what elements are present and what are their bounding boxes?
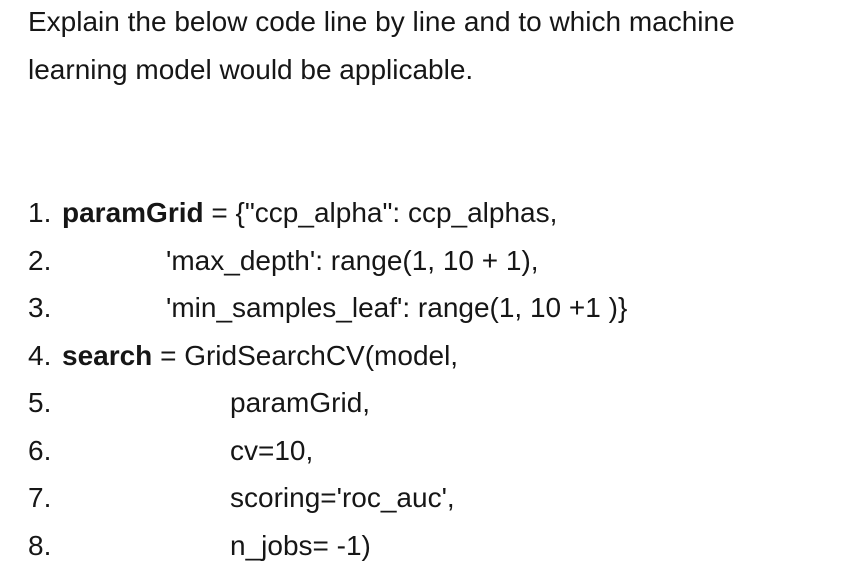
line-number: 7.	[28, 482, 52, 513]
code-text: paramGrid,	[230, 387, 371, 418]
code-block: 1.paramGrid = {"ccp_alpha": ccp_alphas, …	[28, 189, 828, 569]
line-number: 5.	[28, 387, 52, 418]
line-number: 4.	[28, 339, 52, 371]
code-text: 'max_depth': range(1, 10 + 1),	[166, 244, 539, 276]
line-number: 2.	[28, 244, 52, 276]
question-prompt-line-2: learning model would be applicable.	[28, 53, 474, 85]
code-text: cv=10,	[230, 434, 314, 466]
code-text: paramGrid = {"ccp_alpha": ccp_alphas,	[62, 197, 557, 228]
line-number: 1.	[28, 197, 52, 228]
code-line-2: 2. 'max_depth': range(1, 10 + 1),	[28, 237, 828, 285]
question-prompt: Explain the below code line by line and …	[28, 0, 828, 93]
code-text-rest: = {"ccp_alpha": ccp_alphas,	[203, 197, 558, 228]
code-text-rest: = GridSearchCV(model,	[152, 339, 459, 371]
code-line-7: 7. scoring='roc_auc',	[28, 474, 828, 522]
question-prompt-line-1: Explain the below code line by line and …	[28, 6, 735, 37]
line-number: 6.	[28, 434, 52, 466]
line-number: 3.	[28, 292, 52, 323]
code-line-8: 8. n_jobs= -1)	[28, 522, 828, 570]
code-text: 'min_samples_leaf': range(1, 10 +1 )}	[166, 292, 628, 323]
code-variable-bold: paramGrid	[62, 197, 204, 228]
line-number: 8.	[28, 529, 52, 561]
code-line-1: 1. paramGrid = {"ccp_alpha": ccp_alphas,	[28, 189, 828, 237]
code-line-4: 4. search = GridSearchCV(model,	[28, 332, 828, 380]
code-text: search = GridSearchCV(model,	[62, 340, 458, 371]
code-line-6: 6. cv=10,	[28, 427, 828, 475]
code-line-5: 5. paramGrid,	[28, 379, 828, 427]
code-text: n_jobs= -1)	[230, 529, 371, 561]
code-variable-bold: search	[62, 339, 153, 371]
code-line-3: 3. 'min_samples_leaf': range(1, 10 +1 )}	[28, 284, 828, 332]
code-text: scoring='roc_auc',	[230, 482, 455, 513]
